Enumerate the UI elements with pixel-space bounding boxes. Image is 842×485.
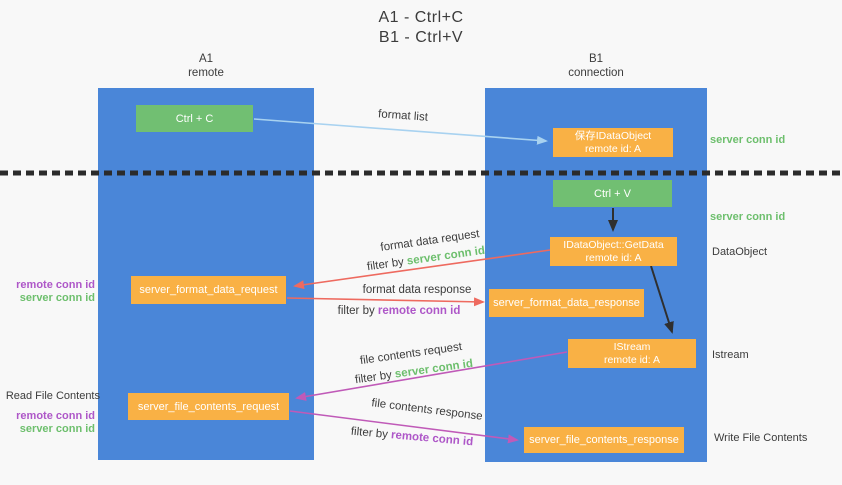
node-file-response: server_file_contents_response	[524, 427, 684, 453]
node-save-dataobject: 保存IDataObject remote id: A	[553, 128, 673, 157]
format-data-response-filter-label: filter by remote conn id	[337, 305, 461, 317]
node-format-request: server_format_data_request	[131, 276, 286, 304]
title-line-1: A1 - Ctrl+C	[378, 9, 464, 26]
lifeline-header-b1: B1 connection	[485, 53, 707, 80]
server-conn-id-mid-label: server conn id	[710, 211, 786, 223]
format-data-response-label: format data response	[362, 284, 472, 296]
title-line-2: B1 - Ctrl+V	[378, 29, 464, 46]
node-file-response-label: server_file_contents_response	[529, 434, 679, 446]
mid-left-conn-ids: remote conn id server conn id	[16, 279, 95, 305]
mid-left-server-conn-id: server conn id	[19, 292, 95, 304]
node-istream-line1: IStream	[613, 340, 651, 353]
diagram-title: A1 - Ctrl+C B1 - Ctrl+V	[0, 8, 842, 48]
node-getdata-line2: remote id: A	[585, 251, 642, 264]
node-save-dataobject-line2: remote id: A	[584, 142, 642, 155]
dataobject-label: DataObject	[712, 246, 768, 258]
lifeline-b1-role: connection	[568, 66, 624, 79]
format-list-label: format list	[377, 108, 429, 124]
read-file-contents-label: Read File Contents	[5, 390, 100, 402]
node-format-response: server_format_data_response	[489, 289, 644, 317]
lifeline-b1-name: B1	[588, 53, 604, 65]
write-file-contents-label: Write File Contents	[714, 432, 808, 444]
format-data-response-arrow	[286, 297, 485, 307]
istream-side-label: Istream	[712, 349, 749, 361]
node-istream: IStream remote id: A	[568, 339, 696, 368]
node-format-request-label: server_format_data_request	[139, 284, 278, 296]
node-ctrl-c: Ctrl + C	[136, 105, 253, 132]
bottom-left-conn-ids: remote conn id server conn id	[16, 410, 95, 436]
node-format-response-label: server_format_data_response	[493, 297, 640, 309]
bottom-left-remote-conn-id: remote conn id	[16, 410, 95, 422]
node-ctrl-v-label: Ctrl + V	[594, 187, 631, 200]
lifeline-a1-role: remote	[188, 66, 224, 79]
node-istream-line2: remote id: A	[603, 353, 661, 366]
lifeline-header-a1: A1 remote	[98, 53, 314, 80]
node-ctrl-c-label: Ctrl + C	[175, 112, 214, 125]
file-contents-response-label: file contents response	[370, 397, 484, 423]
lifeline-a1-name: A1	[198, 53, 214, 65]
mid-left-remote-conn-id: remote conn id	[16, 279, 95, 291]
file-contents-response-filter-label: filter by remote conn id	[350, 425, 474, 449]
server-conn-id-top-label: server conn id	[710, 134, 786, 146]
node-ctrl-v: Ctrl + V	[553, 180, 672, 207]
bottom-left-server-conn-id: server conn id	[19, 423, 95, 435]
node-getdata-line1: IDataObject::GetData	[563, 238, 664, 251]
node-file-request-label: server_file_contents_request	[137, 400, 280, 413]
node-getdata: IDataObject::GetData remote id: A	[550, 237, 677, 266]
node-file-request: server_file_contents_request	[128, 393, 289, 420]
node-save-dataobject-line1: 保存IDataObject	[574, 129, 652, 142]
